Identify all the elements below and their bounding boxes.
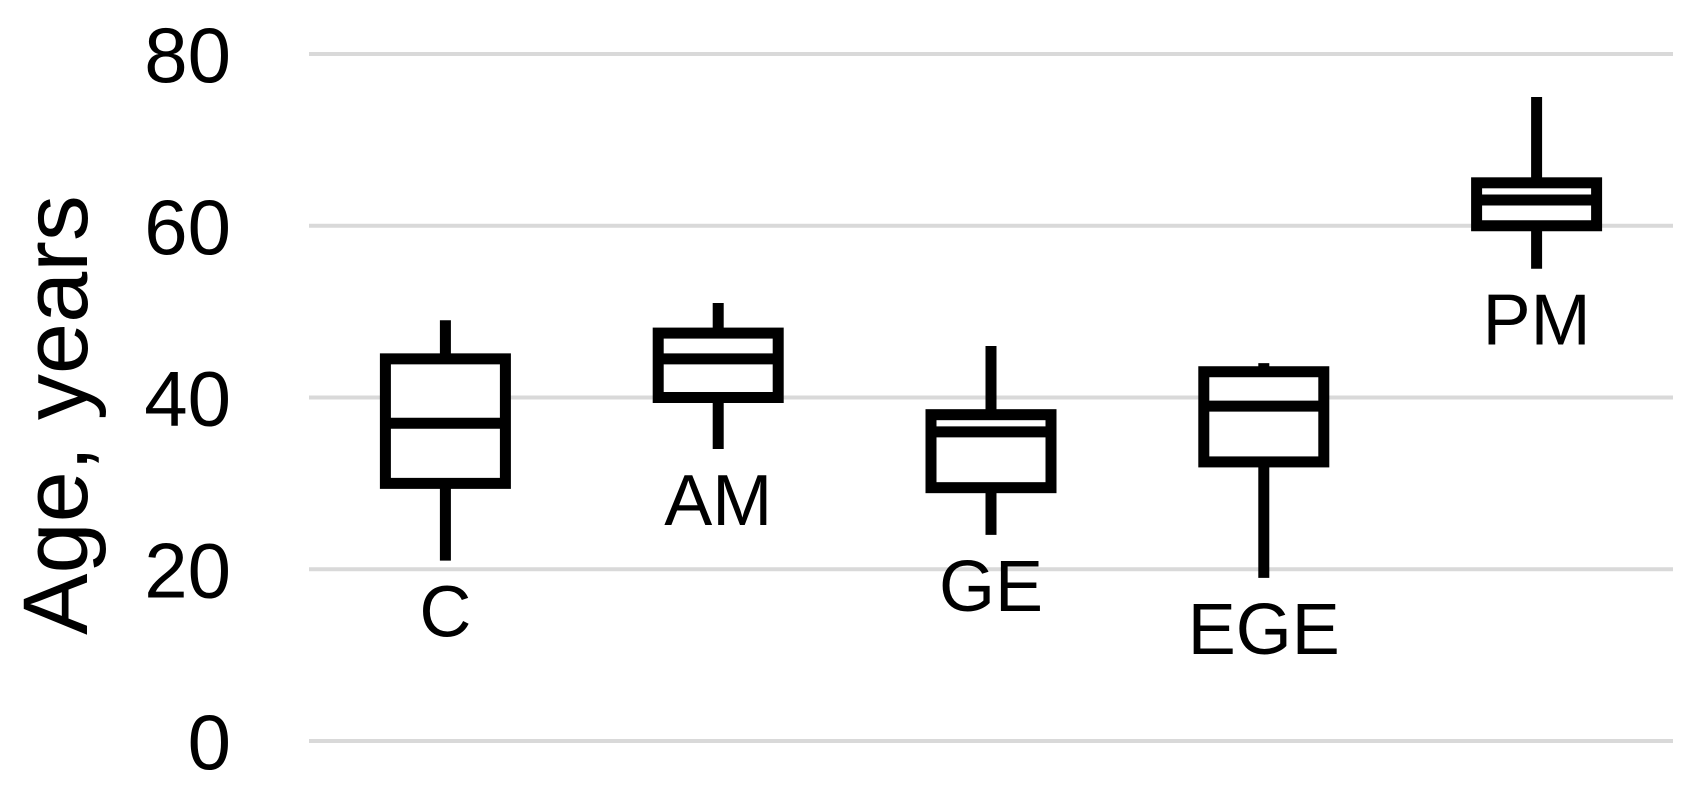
y-tick-label-60: 60 [144,183,231,271]
box-group-AM: AM [652,303,784,541]
category-label-PM: PM [1483,281,1591,361]
category-label-GE: GE [939,547,1043,627]
box-series-layer: C AM GE EGE PM [379,96,1603,670]
y-tick-label-20: 20 [144,526,231,614]
category-label-C: C [419,573,471,653]
y-tick-label-80: 80 [144,11,231,99]
iqr-box [1198,366,1330,468]
iqr-box [652,327,784,403]
y-tick-label-0: 0 [188,698,231,786]
box-group-PM: PM [1471,96,1603,361]
box-group-EGE: EGE [1188,363,1340,670]
iqr-box [925,409,1057,494]
box-group-GE: GE [925,345,1057,627]
box-group-C: C [379,320,511,653]
y-axis-title: Age, years [5,195,107,635]
category-label-AM: AM [664,461,772,541]
y-axis-tick-labels: 0 20 40 60 80 [144,11,231,786]
category-label-EGE: EGE [1188,590,1340,670]
y-tick-label-40: 40 [144,355,231,443]
